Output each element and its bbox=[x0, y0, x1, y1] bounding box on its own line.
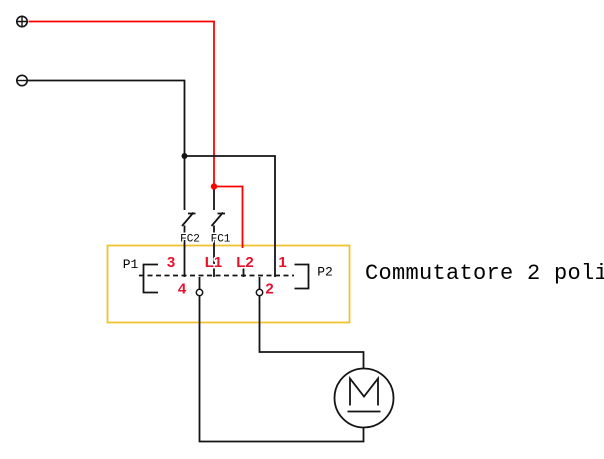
commutator-box bbox=[106, 244, 351, 324]
wire-positive-red bbox=[28, 20, 215, 187]
fc1-contact-blade bbox=[210, 211, 225, 227]
fc1-label: FC1 bbox=[211, 234, 231, 246]
terminal-2-label: 2 bbox=[265, 281, 273, 298]
wire-branch-to-terminal-1 bbox=[184, 155, 276, 277]
pole-p1-label: P1 bbox=[123, 257, 139, 272]
wire-terminal-2-to-motor-top bbox=[258, 295, 365, 369]
terminal-4-label: 4 bbox=[178, 281, 187, 298]
wire-red-branch-to-l2 bbox=[214, 185, 244, 248]
terminal-2-contact bbox=[255, 288, 264, 297]
motor-circle bbox=[333, 367, 395, 429]
terminal-l2-label: L2 bbox=[236, 254, 254, 271]
negative-terminal-icon bbox=[15, 74, 28, 87]
pole-p2-label: P2 bbox=[317, 265, 333, 280]
wire-terminal-4-to-motor-bottom bbox=[198, 295, 365, 443]
pole-bracket-left bbox=[142, 263, 158, 294]
fc2-label: FC2 bbox=[180, 234, 200, 246]
terminal-1-label: 1 bbox=[278, 254, 286, 271]
limit-switch-fc1 bbox=[210, 189, 225, 277]
terminal-l1-label: L1 bbox=[205, 254, 223, 271]
pole-bracket-right bbox=[294, 263, 310, 290]
terminal-4-contact bbox=[195, 288, 204, 297]
fc2-contact-blade bbox=[181, 211, 196, 227]
motor-symbol bbox=[347, 375, 381, 413]
diagram-caption: Commutatore 2 poli bbox=[365, 261, 604, 286]
wire-negative-black bbox=[27, 79, 186, 210]
motor bbox=[333, 367, 395, 429]
black-junction-dot bbox=[181, 153, 188, 159]
red-junction-dot bbox=[210, 183, 218, 190]
positive-terminal-icon bbox=[15, 15, 28, 28]
terminal-3-label: 3 bbox=[167, 254, 175, 271]
limit-switch-fc2 bbox=[181, 211, 196, 277]
plus-icon bbox=[16, 15, 28, 28]
